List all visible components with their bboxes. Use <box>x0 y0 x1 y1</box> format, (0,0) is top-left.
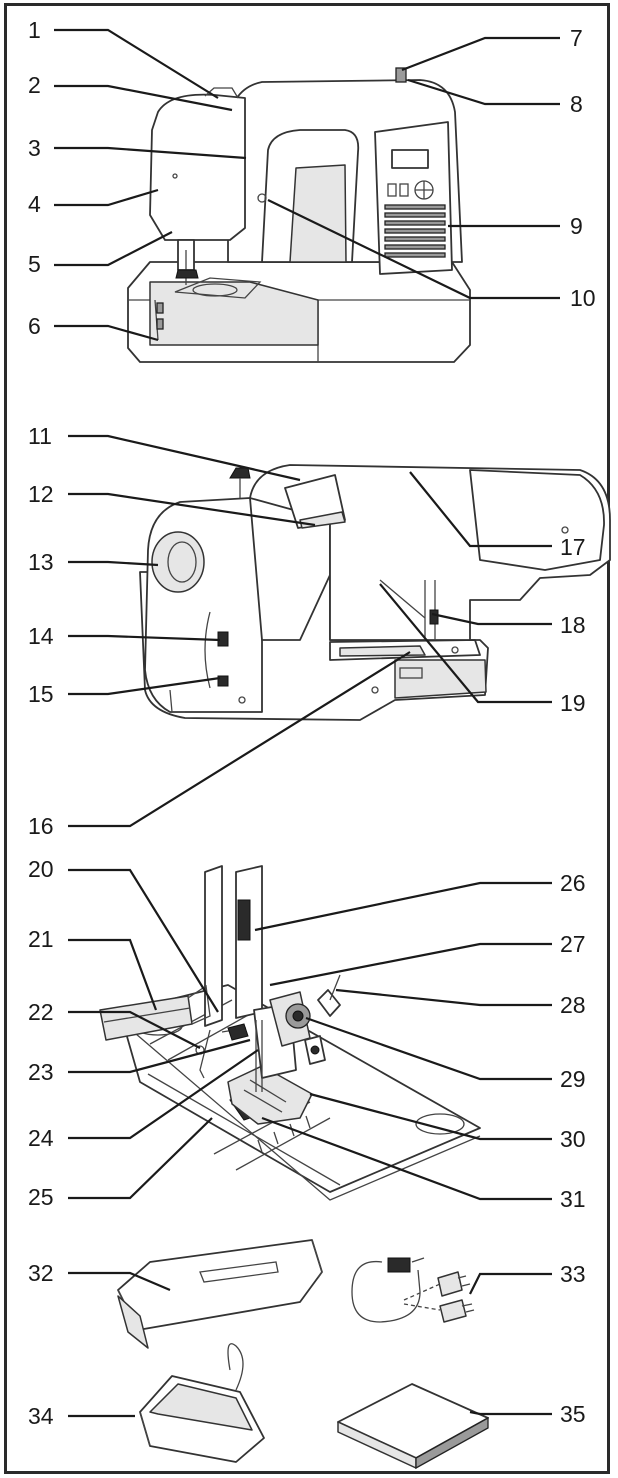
leader-line-14 <box>68 634 221 642</box>
callout-number-32: 32 <box>28 1260 54 1286</box>
callout-number-19: 19 <box>560 690 586 716</box>
leader-line-25 <box>68 1117 213 1200</box>
callout-number-33: 33 <box>560 1261 586 1287</box>
callout-number-17: 17 <box>560 534 586 560</box>
callout-number-35: 35 <box>560 1401 586 1427</box>
leader-line-4 <box>54 188 159 207</box>
leader-line-19 <box>379 583 552 704</box>
instruction-manual <box>337 1383 489 1470</box>
callout-number-2: 2 <box>28 72 41 98</box>
callout-number-26: 26 <box>560 870 586 896</box>
callout-number-4: 4 <box>28 191 41 217</box>
leader-line-6 <box>54 324 159 342</box>
callout-number-18: 18 <box>560 612 586 638</box>
callout-number-22: 22 <box>28 999 54 1025</box>
callout-number-8: 8 <box>570 91 583 117</box>
leader-line-7 <box>401 36 560 72</box>
leader-line-22 <box>68 1010 201 1049</box>
leader-line-27 <box>269 942 552 987</box>
callout-number-23: 23 <box>28 1059 54 1085</box>
callout-number-5: 5 <box>28 251 41 277</box>
extension-table <box>117 1239 323 1349</box>
foot-pedal <box>139 1343 265 1463</box>
callout-number-9: 9 <box>570 213 583 239</box>
leader-line-26 <box>254 881 552 932</box>
callout-number-15: 15 <box>28 681 54 707</box>
callout-number-11: 11 <box>28 423 52 449</box>
leader-line-18 <box>431 612 552 626</box>
leader-line-33 <box>469 1272 552 1295</box>
callout-number-12: 12 <box>28 481 54 507</box>
leader-line-31 <box>261 1116 552 1201</box>
callout-number-25: 25 <box>28 1184 54 1210</box>
leader-line-29 <box>305 1016 552 1081</box>
callout-number-29: 29 <box>560 1066 586 1092</box>
machine-front-view <box>127 67 471 363</box>
callout-number-16: 16 <box>28 813 54 839</box>
callout-number-10: 10 <box>570 285 596 311</box>
leader-line-15 <box>68 676 221 696</box>
leader-line-32 <box>68 1271 171 1292</box>
leader-line-13 <box>68 560 159 567</box>
leader-line-23 <box>68 1038 251 1074</box>
callout-number-27: 27 <box>560 931 586 957</box>
machine-rear-view <box>139 464 611 721</box>
leader-line-24 <box>68 1049 259 1140</box>
diagram-frame <box>4 3 610 1474</box>
leader-line-20 <box>68 868 219 1013</box>
callout-number-3: 3 <box>28 135 41 161</box>
leader-line-10 <box>267 199 560 300</box>
callout-numbers: 1234567891011121314151617181920212223242… <box>28 17 596 1429</box>
callout-number-13: 13 <box>28 549 54 575</box>
leader-line-8 <box>407 78 560 106</box>
leader-line-17 <box>409 471 552 548</box>
leader-line-16 <box>68 651 411 828</box>
callout-number-20: 20 <box>28 856 54 882</box>
callout-number-6: 6 <box>28 313 41 339</box>
needle-plate-closeup <box>99 865 481 1201</box>
callout-number-14: 14 <box>28 623 54 649</box>
power-cord <box>351 1257 475 1323</box>
leader-line-35 <box>469 1410 552 1416</box>
leader-line-12 <box>68 492 316 527</box>
callout-number-28: 28 <box>560 992 586 1018</box>
leader-line-5 <box>54 231 173 267</box>
leader-line-3 <box>54 146 247 160</box>
leader-line-11 <box>68 434 301 482</box>
callout-number-34: 34 <box>28 1403 54 1429</box>
callout-number-24: 24 <box>28 1125 54 1151</box>
leader-line-1 <box>54 28 219 99</box>
callout-number-31: 31 <box>560 1186 586 1212</box>
callout-number-21: 21 <box>28 926 54 952</box>
leader-line-2 <box>54 84 233 112</box>
callout-number-1: 1 <box>28 17 41 43</box>
leader-line-21 <box>68 938 158 1011</box>
leader-line-28 <box>335 988 552 1007</box>
callout-leader-lines <box>54 28 560 1418</box>
callout-number-30: 30 <box>560 1126 586 1152</box>
leader-line-30 <box>309 1092 552 1141</box>
callout-number-7: 7 <box>570 25 583 51</box>
